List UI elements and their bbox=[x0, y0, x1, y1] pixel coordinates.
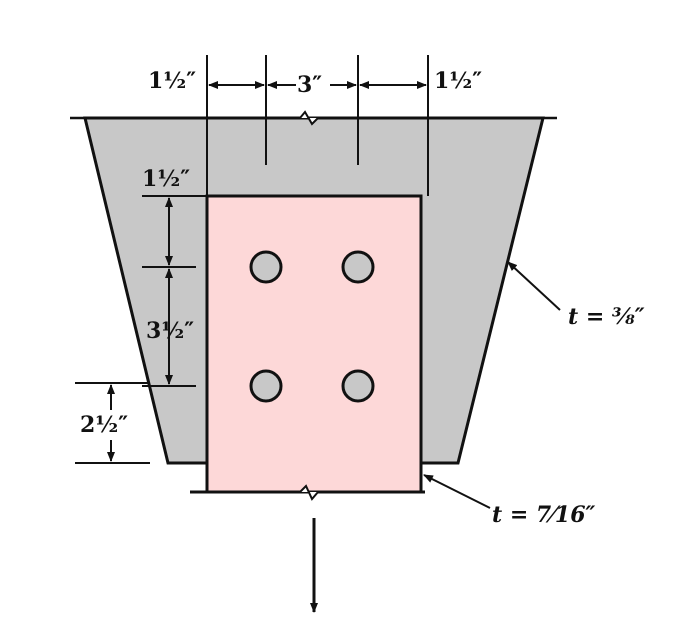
main-plate bbox=[205, 194, 423, 494]
bolt-hole bbox=[341, 250, 375, 284]
dim-label-edge-top: 1½″ bbox=[142, 166, 190, 192]
dim-label-edge-left: 1½″ bbox=[148, 68, 196, 94]
bottom-break-symbol bbox=[299, 484, 319, 501]
bolt-hole bbox=[249, 369, 283, 403]
leader-arrow-plate-thickness bbox=[423, 474, 491, 509]
bolt-hole bbox=[249, 250, 283, 284]
bolt-hole bbox=[341, 369, 375, 403]
thickness-label-plate: t = 7⁄16″ bbox=[492, 502, 596, 528]
dim-label-gusset-edge: 2½″ bbox=[80, 412, 128, 438]
dim-label-bolt-spacing-h: 3″ bbox=[297, 72, 322, 98]
thickness-label-gusset: t = ⅜″ bbox=[568, 304, 645, 330]
top-break-symbol bbox=[299, 110, 319, 126]
dim-label-edge-right: 1½″ bbox=[434, 68, 482, 94]
leader-arrow-gusset-thickness bbox=[507, 261, 561, 311]
dim-label-bolt-spacing-v: 3½″ bbox=[146, 318, 194, 344]
